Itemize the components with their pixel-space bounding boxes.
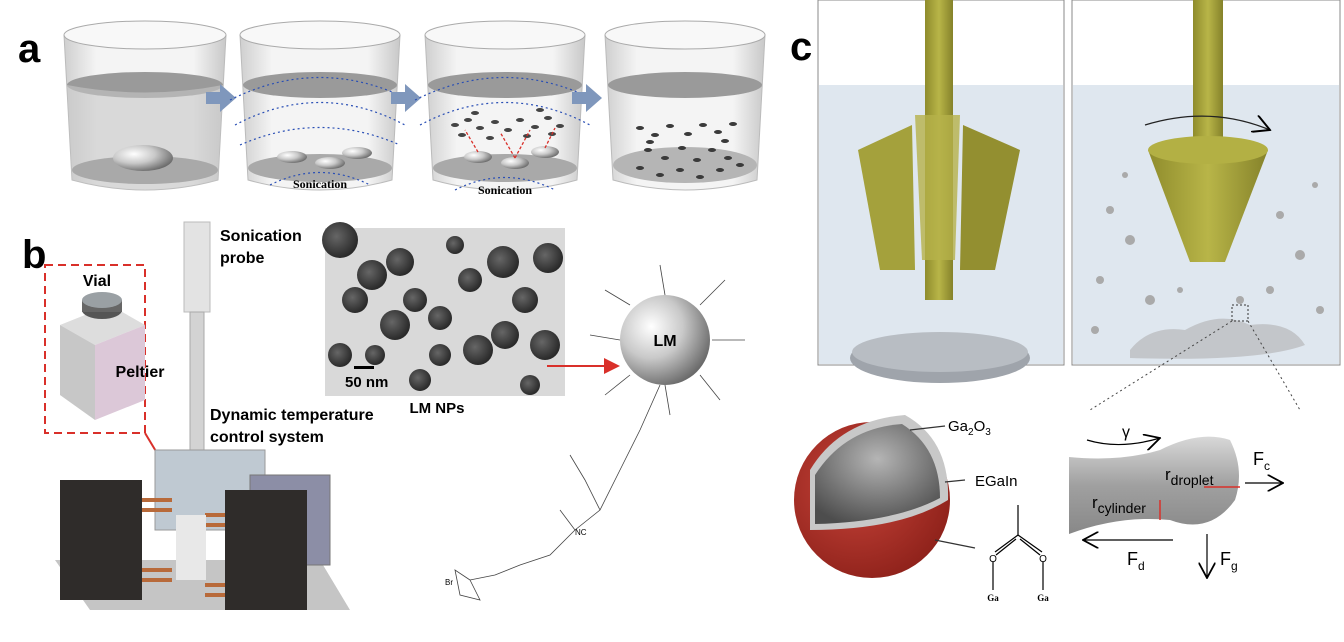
functionalized-nanoparticle bbox=[454, 264, 745, 601]
gallium-label: Ga bbox=[987, 593, 999, 603]
beaker-4 bbox=[604, 20, 766, 191]
f-d-label: Fd bbox=[1127, 549, 1145, 573]
sonication-probe bbox=[183, 221, 211, 514]
core-shell-particle bbox=[794, 415, 976, 578]
tem-caption: LM NPs bbox=[409, 400, 464, 417]
vial-label: Vial bbox=[83, 273, 111, 290]
sonication-label-1: Sonication bbox=[293, 177, 347, 191]
core-label: EGaIn bbox=[975, 473, 1018, 490]
panel-label-a: a bbox=[18, 27, 41, 71]
beaker-2 bbox=[229, 20, 411, 191]
temperature-control-apparatus bbox=[55, 449, 350, 610]
zoom-lines bbox=[1089, 320, 1301, 411]
arrow-icon bbox=[391, 84, 421, 112]
gallium-label: Ga bbox=[1037, 593, 1049, 603]
droplets bbox=[1091, 172, 1324, 338]
ultrasound-waves-icon bbox=[229, 76, 411, 186]
mixer-vessel-right bbox=[1071, 0, 1341, 366]
f-g-label: Fg bbox=[1220, 549, 1238, 573]
probe-label-line2: probe bbox=[220, 250, 265, 267]
probe-label-line1: Sonication bbox=[220, 228, 302, 245]
peltier-label: Peltier bbox=[116, 364, 165, 381]
r-droplet-label: rdroplet bbox=[1165, 465, 1214, 488]
sonication-label-2: Sonication bbox=[478, 183, 532, 197]
tem-image bbox=[322, 222, 565, 396]
r-cylinder-label: rcylinder bbox=[1092, 493, 1146, 516]
arrow-icon bbox=[572, 84, 602, 112]
nitrile-group-label: NC bbox=[575, 528, 587, 537]
panel-label-b: b bbox=[22, 233, 46, 277]
f-c-label: Fc bbox=[1253, 449, 1270, 473]
beaker-3 bbox=[414, 20, 596, 191]
lm-sphere-label: LM bbox=[653, 333, 676, 350]
dtc-label-line1: Dynamic temperature bbox=[210, 407, 374, 424]
bromine-label: Br bbox=[445, 578, 453, 587]
zoom-region bbox=[1231, 304, 1249, 322]
arrow-icon bbox=[206, 84, 236, 112]
beaker-1 bbox=[63, 20, 227, 191]
mixer-vessel-left bbox=[817, 0, 1065, 383]
oxygen-label: O bbox=[1039, 554, 1047, 565]
shell-label: Ga2O3 bbox=[948, 418, 991, 438]
oxide-structure bbox=[992, 505, 1044, 590]
rotation-arrow-icon bbox=[1144, 116, 1270, 130]
peltier-block bbox=[60, 292, 145, 420]
scale-bar bbox=[354, 366, 374, 369]
dtc-label-line2: control system bbox=[210, 429, 324, 446]
gamma-label: γ bbox=[1122, 424, 1130, 441]
breakup-cylinder bbox=[1069, 437, 1283, 578]
oxygen-label: O bbox=[989, 554, 997, 565]
panel-label-c: c bbox=[790, 25, 812, 69]
scale-bar-label: 50 nm bbox=[345, 374, 388, 391]
surface-tension-arrow-icon bbox=[1086, 438, 1160, 445]
liquid-metal-droplet bbox=[113, 145, 173, 171]
